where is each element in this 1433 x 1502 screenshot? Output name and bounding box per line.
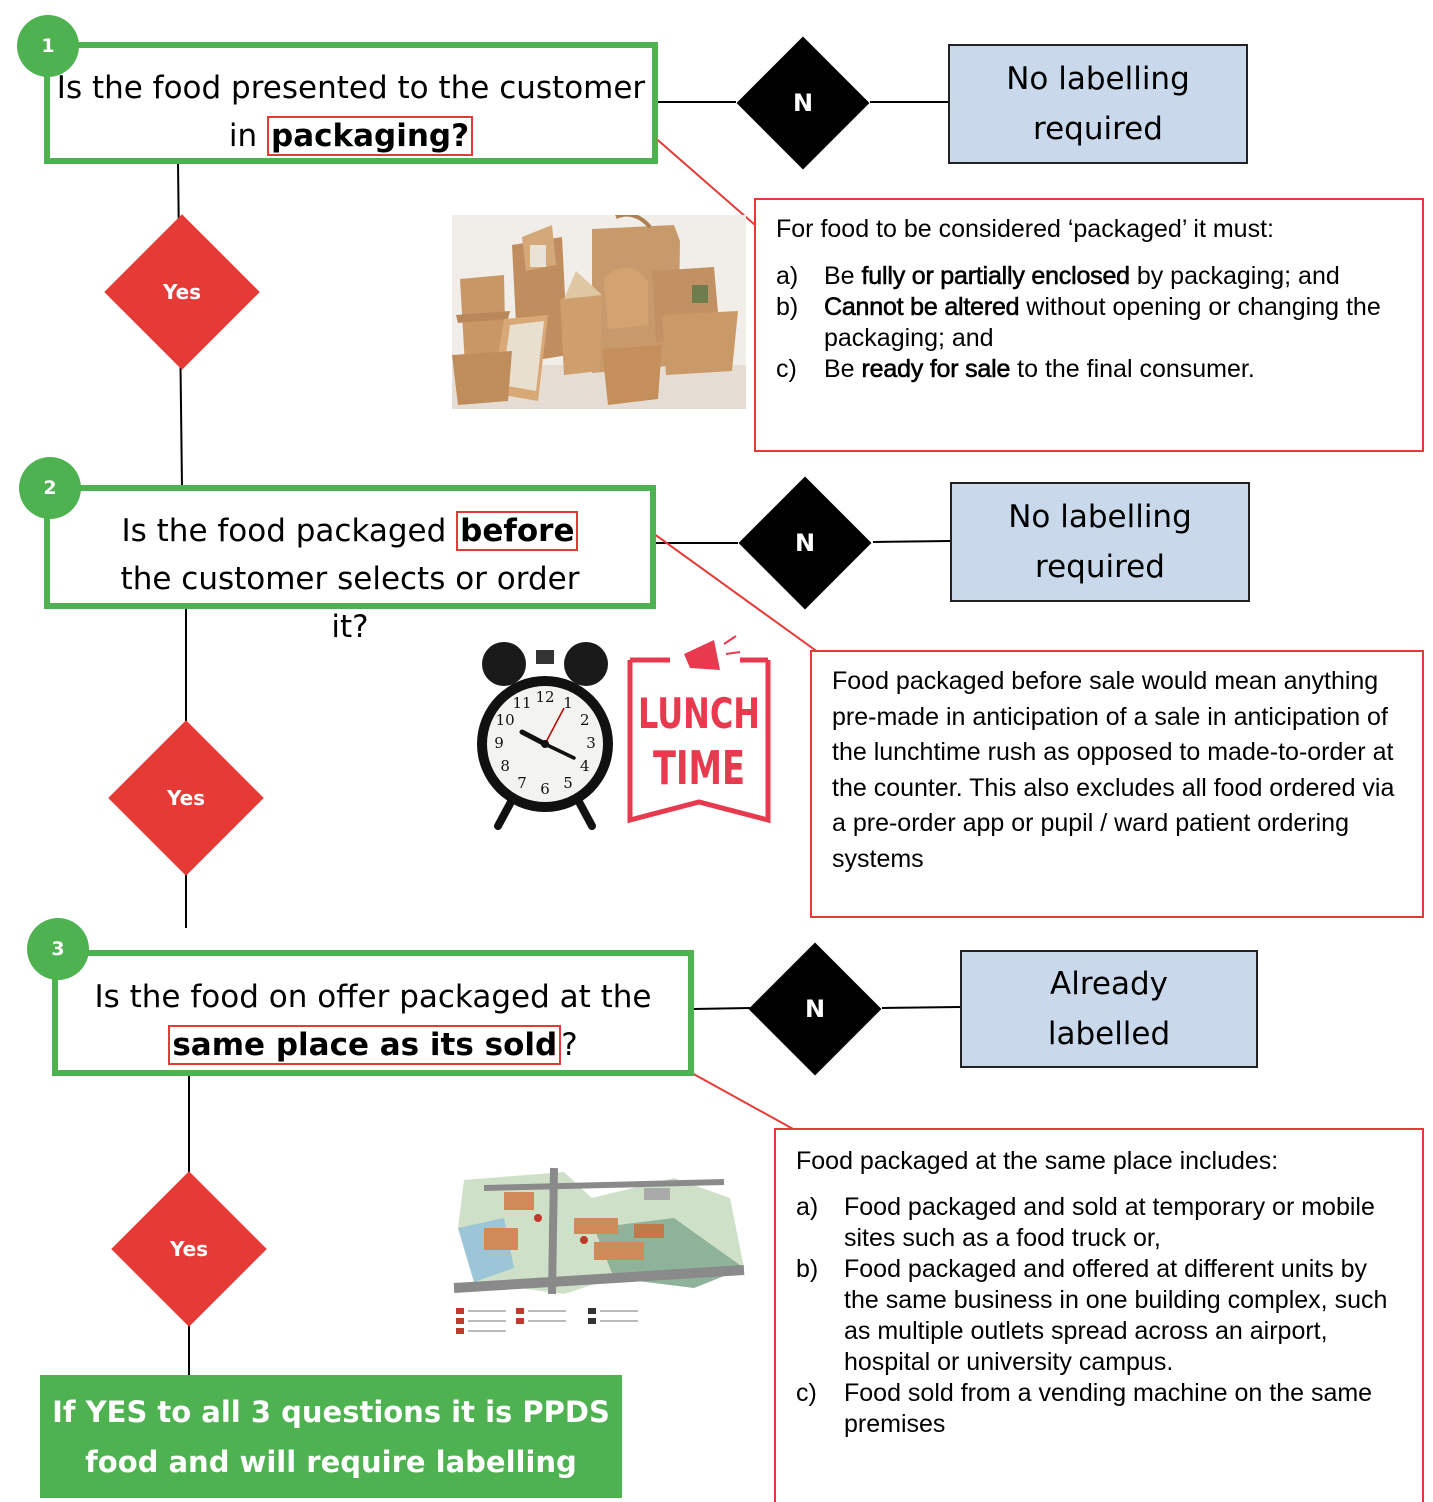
yes-label-1: Yes — [162, 280, 202, 304]
note-packaged-intro: For food to be considered ‘packaged’ it … — [776, 215, 1274, 243]
note-packaged-item: b) Cannot be altered without opening or c… — [776, 292, 1402, 354]
outcome-box-2: No labelling required — [950, 482, 1250, 602]
conclusion-line-1: If YES to all 3 questions it is PPDS — [52, 1394, 610, 1429]
note-packaged-item-key: ready for sale — [861, 355, 1011, 384]
no-label-2: N — [794, 529, 816, 557]
question-1-text-before: Is the food presented to the customer in — [56, 70, 646, 154]
question-2-text-before: Is the food packaged — [121, 513, 457, 549]
note-same-place-item-text: Food packaged and sold at temporary or m… — [844, 1193, 1375, 1252]
no-label-3: N — [804, 995, 826, 1023]
note-before-sale: Food packaged before sale would mean any… — [810, 650, 1424, 918]
clock-numeral: 8 — [500, 757, 510, 775]
step-badge-3: 3 — [27, 918, 89, 980]
question-3-text-before: Is the food on offer packaged at the — [94, 979, 652, 1015]
clock-numeral: 12 — [535, 688, 554, 706]
lunch-sign-line-2: TIME — [653, 741, 745, 795]
outcome-2-line-1: No labelling — [1008, 499, 1192, 535]
note-packaged-marker: c) — [776, 355, 797, 383]
clock-numeral: 7 — [517, 774, 527, 792]
note-packaged-item: a) Be fully or partially enclosed by pack… — [776, 261, 1402, 292]
conclusion-line-2: food and will require labelling — [85, 1444, 577, 1479]
no-label-1: N — [792, 89, 814, 117]
question-box-1: Is the food presented to the customer in… — [44, 42, 658, 164]
lunch-time-image: LUNCH TIME — [627, 635, 771, 824]
clock-numeral: 11 — [512, 694, 531, 712]
campus-map-image — [444, 1158, 752, 1342]
lunch-sign-line-1: LUNCH — [638, 689, 760, 738]
outcome-3-line-1: Already — [1050, 966, 1168, 1002]
note-same-place: Food packaged at the same place includes… — [774, 1128, 1424, 1502]
question-3-highlight: same place as its sold — [168, 1025, 562, 1065]
outcome-3-line-2: labelled — [1047, 1016, 1171, 1052]
clock-numeral: 5 — [563, 774, 573, 792]
note-packaged-item-key: Cannot be altered — [824, 293, 1020, 322]
note-packaged-item-post: to the final consumer. — [1010, 355, 1255, 383]
step-badge-2: 2 — [19, 457, 81, 519]
note-packaged-item-pre: Be — [824, 262, 862, 290]
outcome-box-1: No labelling required — [948, 44, 1248, 164]
megaphone-icon — [684, 640, 720, 670]
note-same-place-marker: c) — [796, 1379, 817, 1407]
conclusion-box: If YES to all 3 questions it is PPDS foo… — [40, 1375, 622, 1498]
question-3-text-after: ? — [561, 1027, 578, 1063]
note-packaged-item: c) Be ready for sale to the final consume… — [776, 354, 1402, 385]
note-same-place-marker: a) — [796, 1193, 819, 1221]
yes-label-3: Yes — [169, 1237, 209, 1261]
connector-n2-outcome — [872, 540, 951, 543]
note-packaged-item-key: fully or partially enclosed — [861, 262, 1130, 291]
note-packaged-marker: a) — [776, 262, 799, 290]
note-same-place-intro: Food packaged at the same place includes… — [796, 1147, 1279, 1175]
question-2-highlight: before — [456, 511, 579, 551]
question-2-text-after: the customer selects or order it? — [120, 561, 580, 645]
question-box-2: Is the food packaged before the customer… — [44, 485, 656, 645]
clock-numeral: 2 — [580, 711, 590, 729]
note-packaged-item-post: without opening or changing the packagin… — [824, 293, 1381, 352]
connector-q3-n — [692, 1007, 751, 1010]
note-same-place-item-text: Food packaged and offered at different u… — [844, 1255, 1388, 1376]
clock-numeral: 6 — [540, 780, 550, 798]
outcome-box-3: Already labelled — [960, 950, 1258, 1068]
note-same-place-item: b) Food packaged and offered at different… — [796, 1254, 1402, 1378]
step-badge-1: 1 — [17, 15, 79, 77]
packaging-image — [452, 215, 746, 409]
clock-numeral: 9 — [494, 734, 504, 752]
note-packaged-item-post: by packaging; and — [1129, 262, 1340, 290]
question-1-highlight: packaging? — [267, 116, 474, 156]
clock-numeral: 4 — [580, 757, 590, 775]
outcome-2-line-2: required — [1035, 549, 1165, 585]
note-packaged-list: a) Be fully or partially enclosed by pack… — [776, 261, 1402, 385]
note-same-place-item: a) Food packaged and sold at temporary or… — [796, 1192, 1402, 1254]
note-same-place-marker: b) — [796, 1255, 819, 1283]
clock-numeral: 3 — [586, 734, 596, 752]
note-same-place-item: c) Food sold from a vending machine on th… — [796, 1378, 1402, 1440]
clock-numeral: 1 — [563, 694, 573, 712]
question-box-3: Is the food on offer packaged at the sam… — [52, 950, 694, 1076]
connector-n3-outcome — [881, 1006, 961, 1009]
note-packaged-item-pre: Be — [824, 355, 862, 383]
note-same-place-list: a) Food packaged and sold at temporary or… — [796, 1192, 1402, 1440]
note-before-sale-text: Food packaged before sale would mean any… — [832, 667, 1395, 873]
yes-label-2: Yes — [166, 786, 206, 810]
outcome-1-line-2: required — [1033, 111, 1163, 147]
clock-numeral: 10 — [496, 711, 515, 729]
note-packaged-marker: b) — [776, 293, 799, 321]
note-same-place-item-text: Food sold from a vending machine on the … — [844, 1379, 1373, 1438]
note-packaged: For food to be considered ‘packaged’ it … — [754, 198, 1424, 452]
outcome-1-line-1: No labelling — [1006, 61, 1190, 97]
